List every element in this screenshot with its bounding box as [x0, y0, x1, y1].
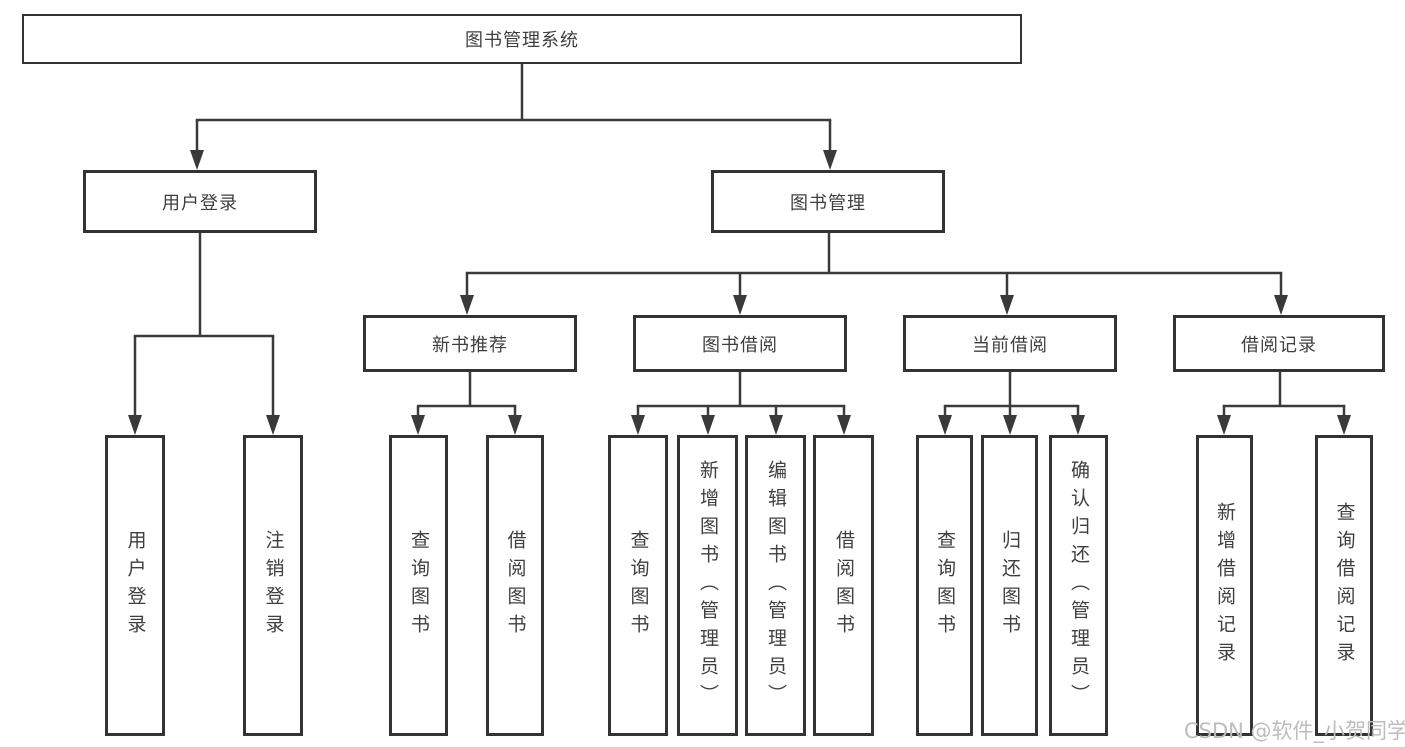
leaf-return-books: 归还图书	[981, 435, 1038, 736]
connector-borrowing-records	[1217, 372, 1351, 435]
leaf-add-books-admin: 新增图书（管理员）	[677, 435, 738, 736]
connector-root	[190, 64, 837, 170]
leaf-confirm-return-admin: 确认归还（管理员）	[1049, 435, 1108, 736]
node-book-borrowing: 图书借阅	[633, 315, 847, 372]
node-book-management-system: 图书管理系统	[22, 14, 1022, 64]
leaf-logout: 注销登录	[243, 435, 303, 736]
connector-book-management	[460, 233, 1288, 315]
connector-new-book-recommend	[411, 372, 522, 435]
leaf-query-books-recommend-label: 查询图书	[408, 529, 430, 642]
leaf-borrow-books-borrowing-label: 借阅图书	[833, 529, 855, 642]
leaf-query-books-current: 查询图书	[916, 435, 973, 736]
node-borrowing-records: 借阅记录	[1173, 315, 1385, 372]
leaf-user-login-label: 用户登录	[124, 529, 147, 642]
leaf-confirm-return-admin-label: 确认归还（管理员）	[1068, 459, 1090, 712]
connector-book-borrowing	[631, 372, 851, 435]
leaf-edit-books-admin: 编辑图书（管理员）	[745, 435, 806, 736]
leaf-add-borrow-record: 新增借阅记录	[1196, 435, 1253, 736]
leaf-borrow-books-recommend: 借阅图书	[486, 435, 544, 736]
node-new-book-recommend: 新书推荐	[363, 315, 577, 372]
node-book-management-branch: 图书管理	[711, 170, 945, 233]
leaf-query-books-recommend: 查询图书	[389, 435, 448, 736]
leaf-query-books-borrowing: 查询图书	[608, 435, 668, 736]
leaf-borrow-books-borrowing: 借阅图书	[813, 435, 874, 736]
leaf-add-books-admin-label: 新增图书（管理员）	[697, 459, 719, 712]
leaf-return-books-label: 归还图书	[999, 529, 1021, 642]
connector-user-login	[128, 233, 280, 435]
leaf-logout-label: 注销登录	[262, 529, 285, 642]
leaf-add-borrow-record-label: 新增借阅记录	[1214, 501, 1236, 670]
node-current-borrowing: 当前借阅	[903, 315, 1117, 372]
leaf-user-login: 用户登录	[105, 435, 165, 736]
connector-current-borrowing	[938, 372, 1085, 435]
leaf-query-books-borrowing-label: 查询图书	[627, 529, 650, 642]
leaf-query-books-current-label: 查询图书	[934, 529, 956, 642]
leaf-edit-books-admin-label: 编辑图书（管理员）	[765, 459, 787, 712]
node-user-login-branch: 用户登录	[83, 170, 317, 233]
leaf-borrow-books-recommend-label: 借阅图书	[504, 529, 527, 642]
leaf-query-borrow-record-label: 查询借阅记录	[1333, 501, 1356, 670]
csdn-watermark: CSDN @软件_小贺同学	[1184, 719, 1405, 743]
leaf-query-borrow-record: 查询借阅记录	[1315, 435, 1373, 736]
